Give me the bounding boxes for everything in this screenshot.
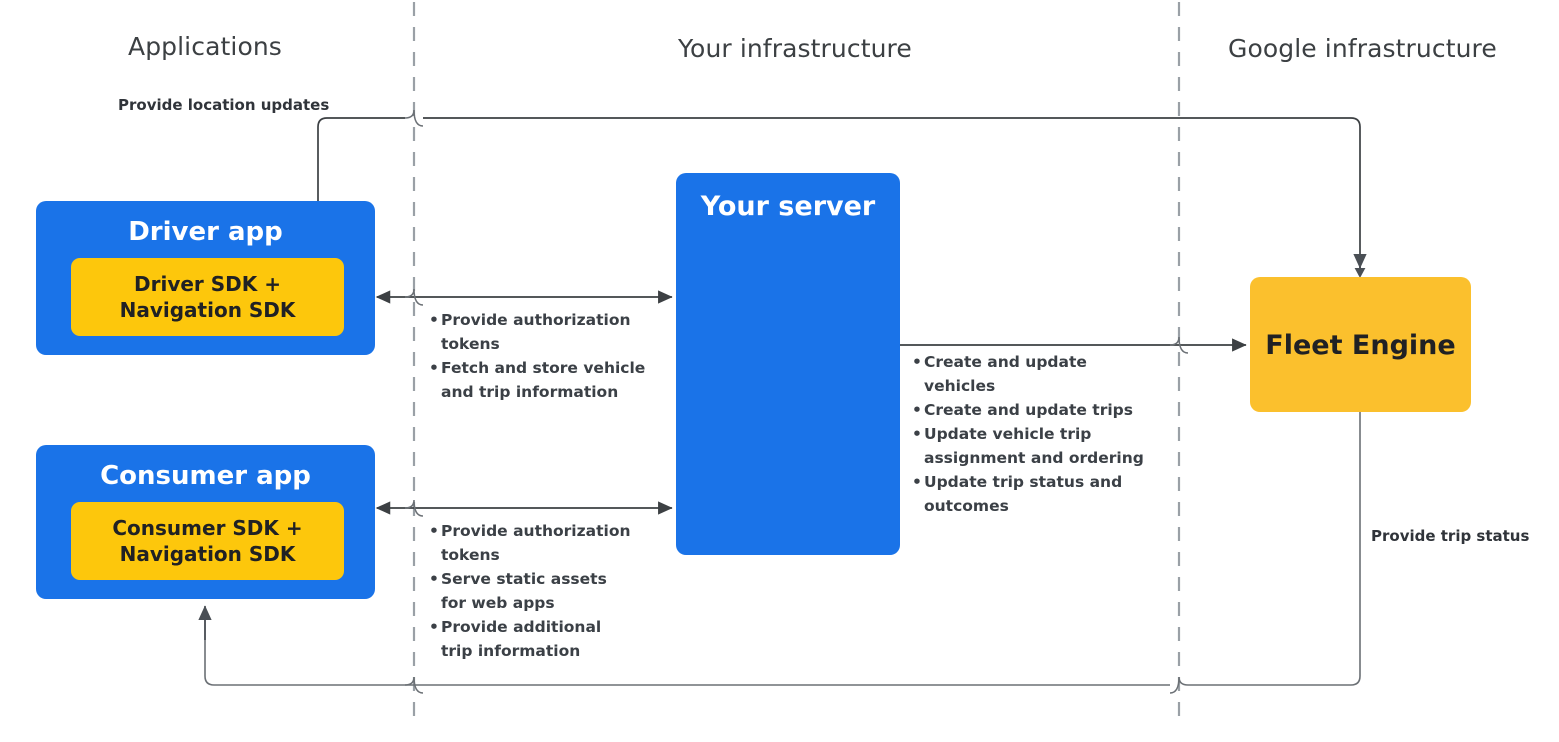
- bullet-item: Update vehicle trip assignment and order…: [912, 422, 1160, 470]
- node-driver-app[interactable]: Driver app Driver SDK + Navigation SDK: [36, 201, 375, 355]
- bullet-item: Serve static assets for web apps: [429, 567, 635, 615]
- node-fleet-engine[interactable]: Fleet Engine: [1250, 277, 1471, 412]
- node-consumer-sdk-label: Consumer SDK + Navigation SDK: [112, 516, 303, 566]
- node-driver-sdk-label: Driver SDK + Navigation SDK: [119, 272, 296, 322]
- bullet-item: Provide authorization tokens: [429, 308, 659, 356]
- bullets-driver-to-server: Provide authorization tokens Fetch and s…: [429, 308, 659, 404]
- edge-label-location-updates: Provide location updates: [118, 96, 330, 114]
- node-your-server[interactable]: Your server: [676, 173, 900, 555]
- column-header-your-infrastructure: Your infrastructure: [678, 34, 912, 63]
- node-consumer-app[interactable]: Consumer app Consumer SDK + Navigation S…: [36, 445, 375, 599]
- bullet-item: Create and update trips: [912, 398, 1160, 422]
- bullet-item: Fetch and store vehicle and trip informa…: [429, 356, 659, 404]
- edge-location-updates: [317, 109, 1367, 278]
- node-your-server-title: Your server: [700, 191, 876, 222]
- bullets-server-to-fleet: Create and update vehicles Create and up…: [912, 350, 1160, 518]
- node-driver-sdk[interactable]: Driver SDK + Navigation SDK: [71, 258, 344, 336]
- edge-server-fleet: [900, 336, 1247, 354]
- bullet-item: Provide additional trip information: [429, 615, 635, 663]
- edge-trip-status: [198, 412, 1361, 694]
- node-consumer-sdk[interactable]: Consumer SDK + Navigation SDK: [71, 502, 344, 580]
- bullet-item: Update trip status and outcomes: [912, 470, 1160, 518]
- node-driver-app-title: Driver app: [128, 217, 283, 247]
- node-consumer-app-title: Consumer app: [100, 461, 311, 491]
- bullet-item: Create and update vehicles: [912, 350, 1160, 398]
- bullets-consumer-to-server: Provide authorization tokens Serve stati…: [429, 519, 635, 663]
- node-fleet-engine-title: Fleet Engine: [1265, 330, 1456, 361]
- edge-driver-server: [375, 288, 673, 306]
- column-header-applications: Applications: [128, 32, 282, 61]
- edge-label-trip-status: Provide trip status: [1371, 527, 1530, 545]
- edge-consumer-server: [375, 499, 673, 517]
- bullet-item: Provide authorization tokens: [429, 519, 635, 567]
- column-header-google-infrastructure: Google infrastructure: [1228, 34, 1497, 63]
